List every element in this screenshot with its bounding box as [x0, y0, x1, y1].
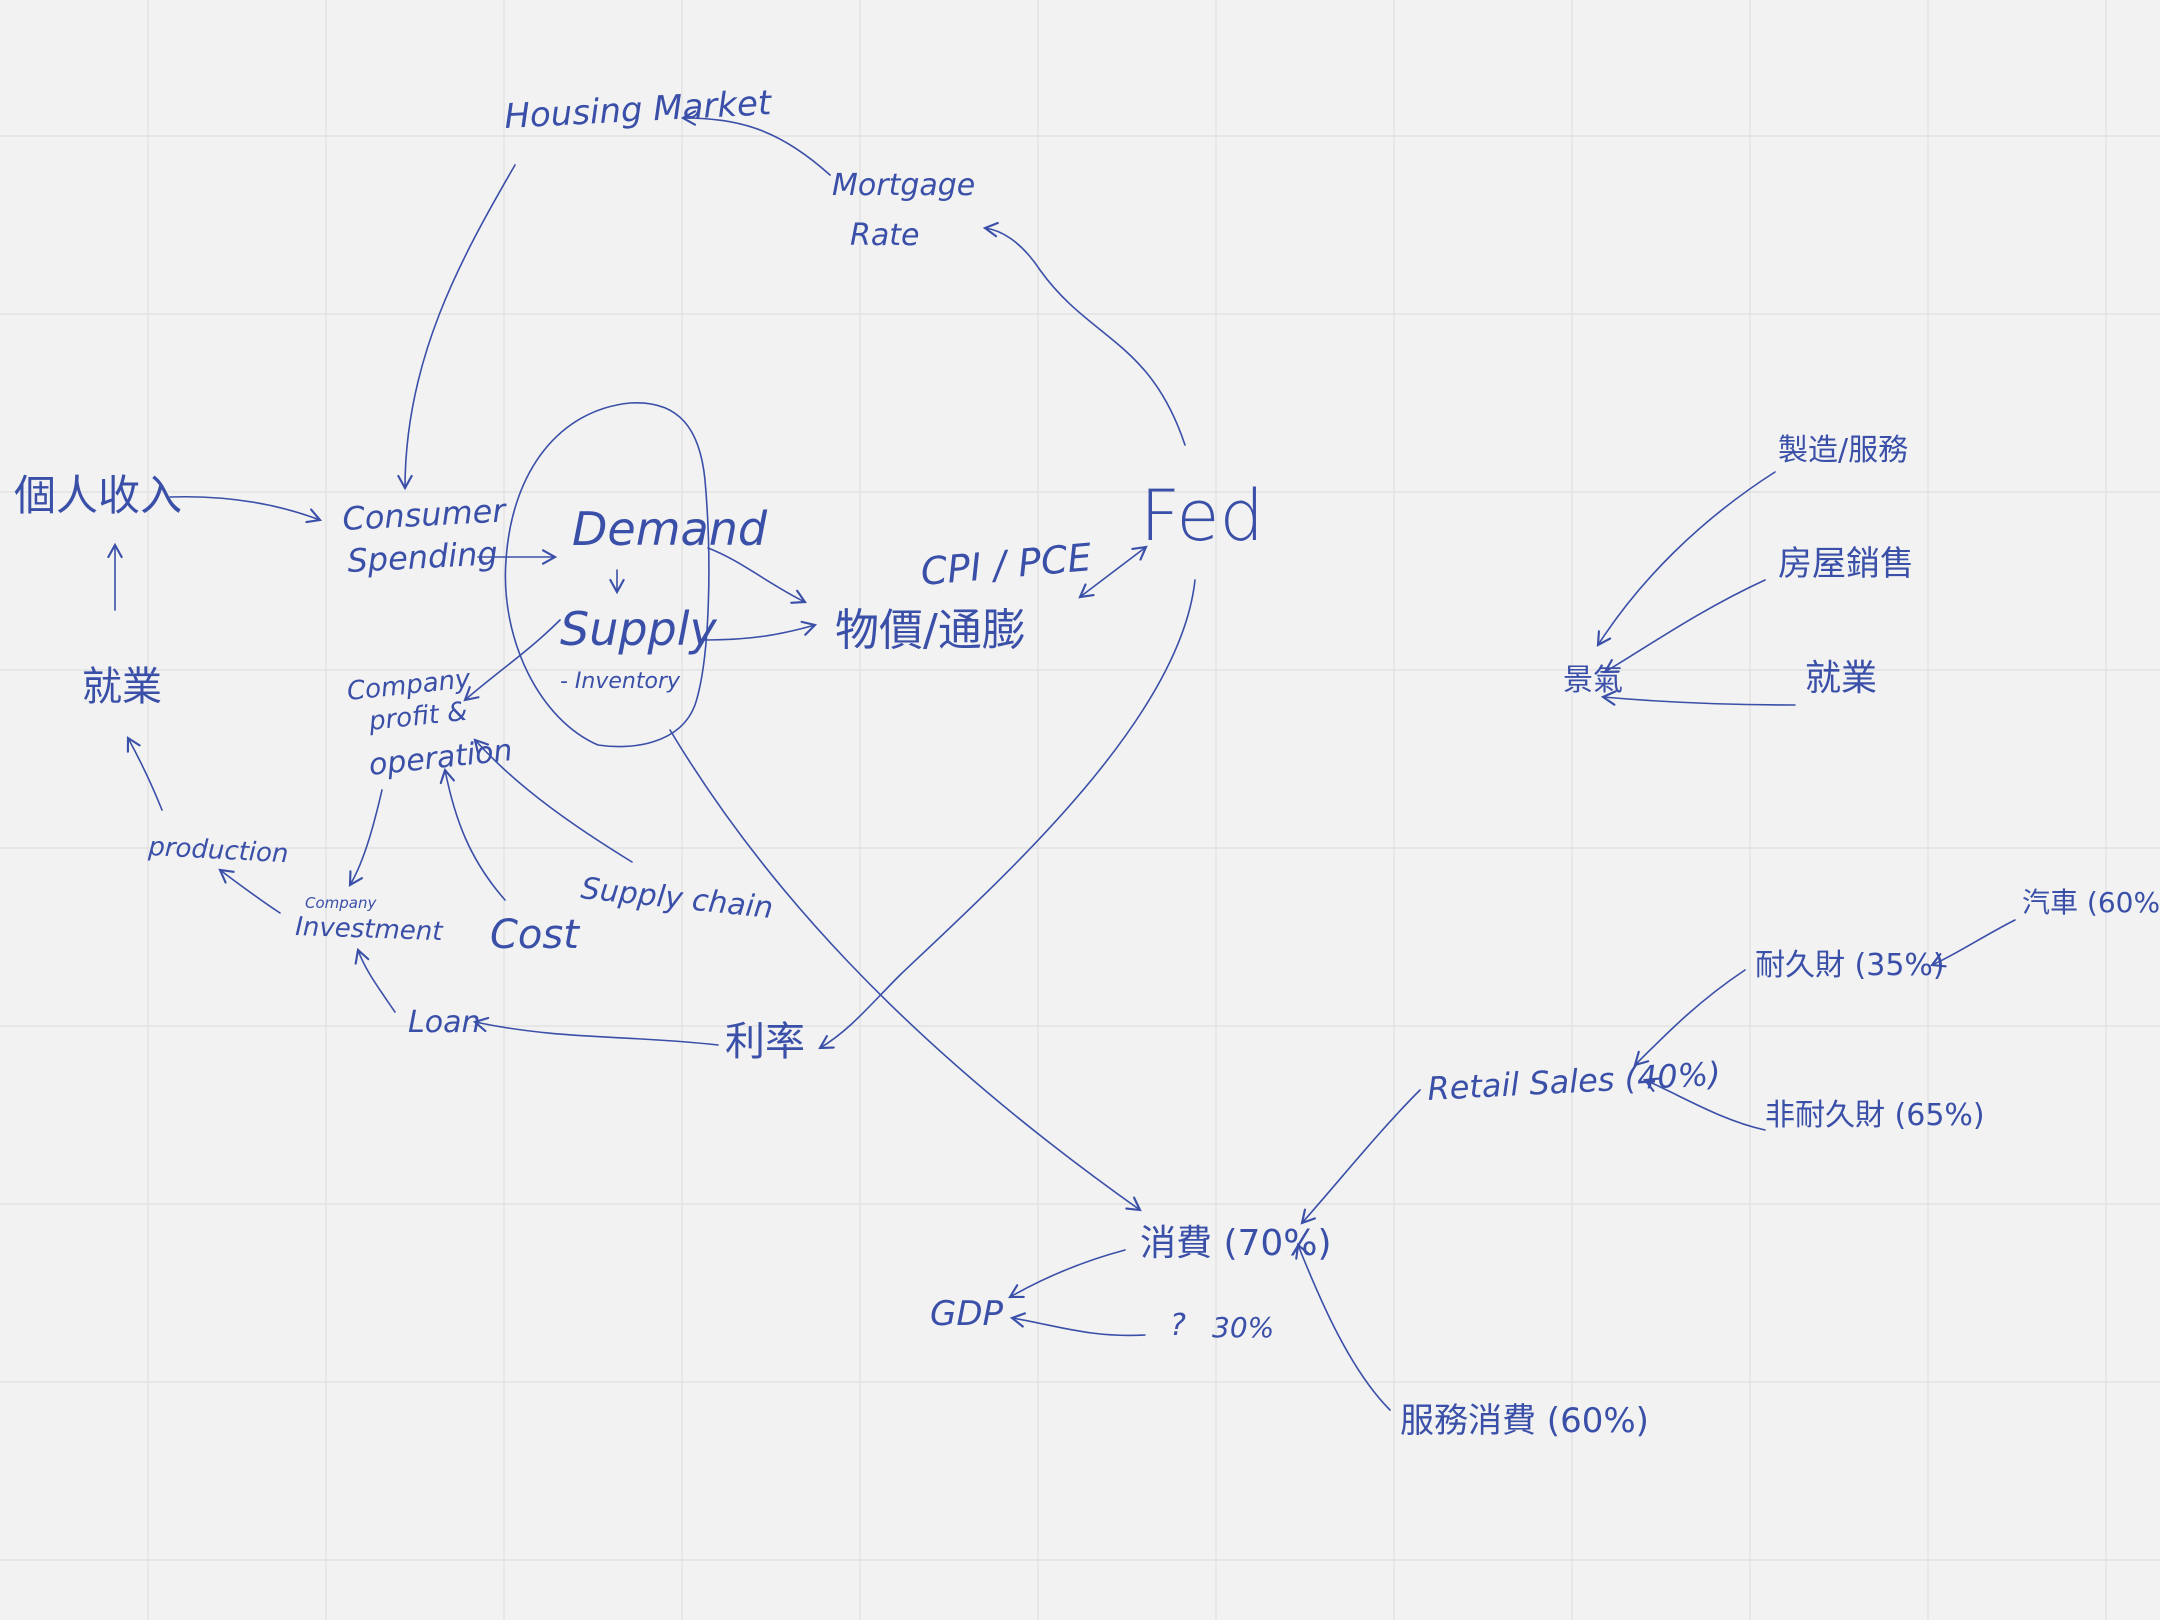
arrow-homesales-to-recession — [1603, 579, 1766, 674]
production-label: production — [147, 832, 290, 869]
home-sales-label: 房屋銷售 — [1778, 544, 1914, 584]
nondurable-goods-label: 非耐久財 (65%) — [1765, 1098, 1985, 1133]
arrow-supply-to-company — [463, 619, 561, 702]
demand-supply-circle — [504, 402, 710, 748]
personal-income-label: 個人收入 — [14, 471, 182, 520]
durable-goods-label: 耐久財 (35%) — [1755, 948, 1945, 983]
arrow-supply-to-price — [704, 620, 818, 641]
consumer-label: Consumer — [341, 491, 508, 538]
arrow-demand-to-consumption — [669, 729, 1142, 1212]
other-label: ? — [1170, 1308, 1186, 1343]
arrow-employment-to-recession — [1600, 690, 1796, 706]
inventory-label: - Inventory — [560, 669, 681, 694]
company-small-label: Company — [305, 894, 377, 912]
arrow-supplychain-to-company — [473, 738, 633, 863]
arrow-auto-to-durable — [1929, 919, 2016, 968]
investment-label: Investment — [295, 912, 444, 947]
housing-market-label: Housing Market — [503, 83, 773, 137]
arrow-other-to-gdp — [1009, 1312, 1146, 1337]
auto-label: 汽車 (60%) — [2022, 886, 2160, 919]
arrow-loan-to-investment — [354, 947, 396, 1013]
cpi-pce-label: CPI / PCE — [919, 535, 1093, 594]
arrow-retail-to-consumption — [1300, 1089, 1421, 1225]
loan-label: Loan — [408, 1005, 480, 1040]
fed-label: Fed — [1140, 475, 1264, 557]
supply-chain-label: Supply chain — [579, 871, 775, 926]
arrow-services-to-consumption — [1295, 1242, 1391, 1411]
diagram-labels: Housing Market Mortgage Rate 個人收入 Consum… — [14, 83, 2160, 1441]
arrow-cost-to-company — [439, 767, 506, 901]
spending-label: Spending — [346, 534, 498, 580]
arrow-production-to-employment — [126, 736, 163, 811]
arrow-manufacturing-to-recession — [1596, 471, 1776, 647]
consumption-label: 消費 (70%) — [1140, 1223, 1332, 1264]
arrow-fed-to-interest — [818, 579, 1196, 1050]
arrow-demand-to-price — [707, 547, 807, 604]
arrow-fed-to-mortgage — [982, 221, 1186, 446]
arrow-durable-to-retail — [1633, 969, 1746, 1067]
operation-label: operation — [367, 733, 514, 783]
retail-sales-label: Retail Sales (40%) — [1426, 1055, 1721, 1108]
mortgage-label: Mortgage — [832, 168, 975, 203]
price-inflation-label: 物價/通膨 — [835, 605, 1026, 656]
gdp-label: GDP — [930, 1294, 1004, 1334]
arrow-investment-to-production — [218, 868, 281, 914]
arrow-interest-to-loan — [472, 1016, 719, 1046]
cost-label: Cost — [490, 912, 580, 958]
arrow-housing-to-spending — [397, 164, 516, 491]
manufacturing-services-label: 製造/服務 — [1778, 433, 1908, 468]
connectors — [107, 110, 2016, 1411]
arrow-cpi-fed — [1078, 545, 1148, 599]
services-consumption-label: 服務消費 (60%) — [1400, 1401, 1649, 1441]
interest-rate-label: 利率 — [725, 1019, 805, 1065]
recession-label: 景氣 — [1563, 663, 1623, 698]
arrow-mortgage-to-housing — [680, 110, 831, 176]
arrow-consumption-to-gdp — [1008, 1249, 1126, 1299]
demand-label: Demand — [572, 502, 768, 556]
arrow-income-to-spending — [169, 495, 323, 524]
supply-label: Supply — [560, 602, 718, 656]
arrow-nondurable-to-retail — [1642, 1077, 1766, 1131]
rate-label: Rate — [850, 218, 919, 253]
other-pct-label: 30% — [1212, 1311, 1274, 1344]
employment-label: 就業 — [82, 664, 162, 710]
arrow-company-to-investment — [348, 789, 383, 887]
employment-right-label: 就業 — [1805, 658, 1877, 699]
